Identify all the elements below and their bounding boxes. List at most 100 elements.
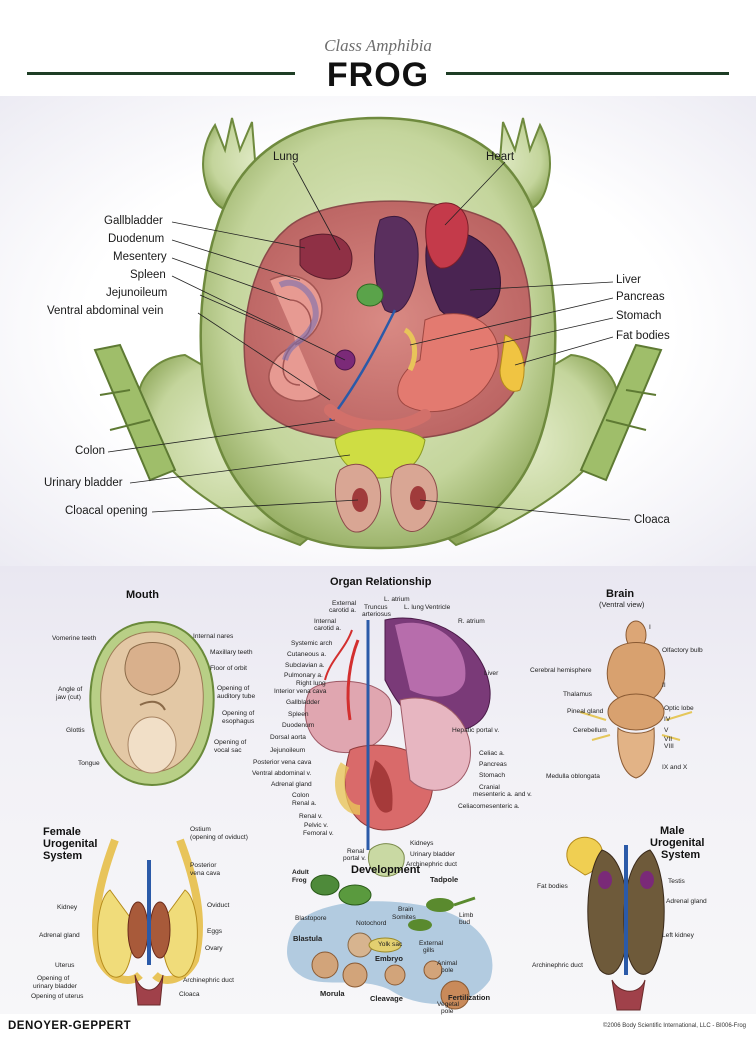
label-opening-auditory-2: auditory tube [217, 693, 256, 700]
label-spleen: Spleen [130, 269, 166, 281]
female-urogenital-illustration [92, 838, 203, 1006]
label-pelvic-v: Pelvic v. [304, 822, 329, 829]
label-pulmonary: Pulmonary a. [284, 672, 323, 679]
gallbladder [356, 283, 384, 307]
label-morula: Morula [320, 989, 345, 998]
label-cranial-mes-1: Cranial [479, 784, 500, 791]
label-angle-of-jaw-1: Angle of [58, 686, 83, 693]
male-title-line-3: System [661, 849, 701, 861]
label-urinary-bladder: Urinary bladder [44, 477, 123, 489]
label-female-archinephric-duct: Archinephric duct [183, 977, 234, 984]
label-l-atrium: L. atrium [384, 596, 410, 603]
label-limb-1: Limb [459, 912, 474, 919]
label-floor-of-orbit: Floor of orbit [210, 665, 248, 672]
label-internal-nares: Internal nares [193, 633, 234, 640]
brain-title: Brain [606, 588, 635, 600]
label-l-lung: L. lung [404, 604, 424, 611]
label-cleavage: Cleavage [370, 994, 403, 1003]
label-eggs: Eggs [207, 928, 223, 935]
label-glottis: Glottis [66, 727, 85, 734]
label-medulla-oblongata: Medulla oblongata [546, 773, 600, 780]
label-blastopore: Blastopore [295, 915, 327, 922]
development-title: Development [351, 864, 421, 876]
label-duodenum: Duodenum [108, 233, 165, 245]
label-femoral-v: Femoral v. [303, 830, 334, 837]
label-thalamus: Thalamus [563, 691, 592, 698]
label-vegetal-pole-1: Vegetal [437, 1001, 459, 1008]
label-stomach: Stomach [616, 310, 662, 322]
label-opening-esophagus-2: esophagus [222, 718, 255, 725]
label-external-gills-1: External [419, 940, 444, 947]
label-left-kidney: Left kidney [662, 932, 694, 939]
label-organ-colon: Colon [292, 792, 310, 799]
label-organ-jejunoileum: Jejunoileum [270, 747, 306, 754]
label-fat-bodies: Fat bodies [616, 330, 670, 342]
label-opening-uterus: Opening of uterus [31, 993, 84, 1000]
label-vomerine-teeth: Vomerine teeth [52, 635, 97, 642]
label-male-archinephric-duct: Archinephric duct [532, 962, 583, 969]
label-ventricle: Ventricle [425, 604, 451, 611]
label-uterus: Uterus [55, 962, 75, 969]
label-truncus-2: arteriosus [362, 611, 391, 618]
label-organ-urinary-bladder: Urinary bladder [410, 851, 456, 858]
label-blastula: Blastula [293, 934, 323, 943]
label-animal-pole-1: Animal [437, 960, 458, 967]
label-tongue: Tongue [78, 760, 100, 767]
label-limb-2: bud [459, 919, 471, 926]
male-title-line-1: Male [660, 825, 685, 837]
label-renal-v: Renal v. [299, 813, 323, 820]
label-ostium-2: (opening of oviduct) [190, 834, 248, 841]
brain-subtitle: (Ventral view) [599, 600, 645, 609]
female-title-line-3: System [43, 850, 83, 862]
label-adult-2: Frog [292, 877, 307, 884]
mouth-title: Mouth [126, 589, 159, 601]
label-nerve-iv: IV [664, 716, 671, 723]
label-posterior-vc-1: Posterior [190, 862, 217, 869]
label-organ-stomach: Stomach [479, 772, 506, 779]
label-cranial-mes-2: mesenteric a. and v. [473, 791, 532, 798]
label-pineal-gland: Pineal gland [567, 708, 604, 715]
label-vegetal-pole-2: pole [441, 1008, 454, 1015]
female-title-line-2: Urogenital [43, 838, 98, 850]
label-organ-liver: Liver [484, 670, 499, 677]
label-olfactory-bulb: Olfactory bulb [662, 647, 703, 654]
label-interior-vena-cava: Interior vena cava [274, 688, 327, 695]
label-oviduct: Oviduct [207, 902, 230, 909]
label-liver: Liver [616, 274, 641, 286]
label-lung: Lung [273, 151, 299, 163]
male-urogenital-illustration [566, 836, 665, 1011]
label-external-carotid-1: External [332, 600, 357, 607]
label-organ-pancreas: Pancreas [479, 761, 507, 768]
female-title-line-1: Female [43, 826, 81, 838]
brand-logo: DENOYER-GEPPERT [8, 1020, 132, 1032]
label-organ-adrenal-gland: Adrenal gland [271, 781, 312, 788]
label-pancreas: Pancreas [616, 291, 665, 303]
label-right-lung: Right lung [296, 680, 326, 687]
label-yolk-sac: Yolk sac [378, 941, 403, 948]
label-nerve-ix-x: IX and X [662, 764, 688, 771]
liver-lobe-left [374, 215, 419, 313]
label-female-adrenal-gland: Adrenal gland [39, 932, 80, 939]
label-ventral-abdominal-vein: Ventral abdominal vein [47, 305, 164, 317]
label-nerve-v: V [664, 727, 669, 734]
label-cutaneous: Cutaneous a. [287, 651, 327, 658]
label-renal-a: Renal a. [292, 800, 317, 807]
label-nerve-viii: VIII [664, 743, 674, 750]
label-kidneys: Kidneys [410, 840, 434, 847]
label-opening-bladder-2: urinary bladder [33, 983, 77, 990]
cloaca [410, 486, 426, 510]
mouth-illustration [89, 620, 215, 787]
label-cerebral-hemisphere: Cerebral hemisphere [530, 667, 592, 674]
label-fertilization: Fertilization [448, 993, 491, 1002]
label-ventral-abdominal: Ventral abdominal v. [252, 770, 312, 777]
organ-relationship-illustration [304, 617, 491, 877]
label-opening-vocal-2: vocal sac [214, 747, 242, 754]
label-female-cloaca: Cloaca [179, 991, 200, 998]
label-male-fat-bodies: Fat bodies [537, 883, 568, 890]
male-title-line-2: Urogenital [650, 837, 705, 849]
label-dev-brain: Brain [398, 906, 414, 913]
label-testis: Testis [668, 878, 685, 885]
copyright-text: ©2006 Body Scientific International, LLC… [602, 1023, 746, 1029]
label-ostium-1: Ostium [190, 826, 211, 833]
